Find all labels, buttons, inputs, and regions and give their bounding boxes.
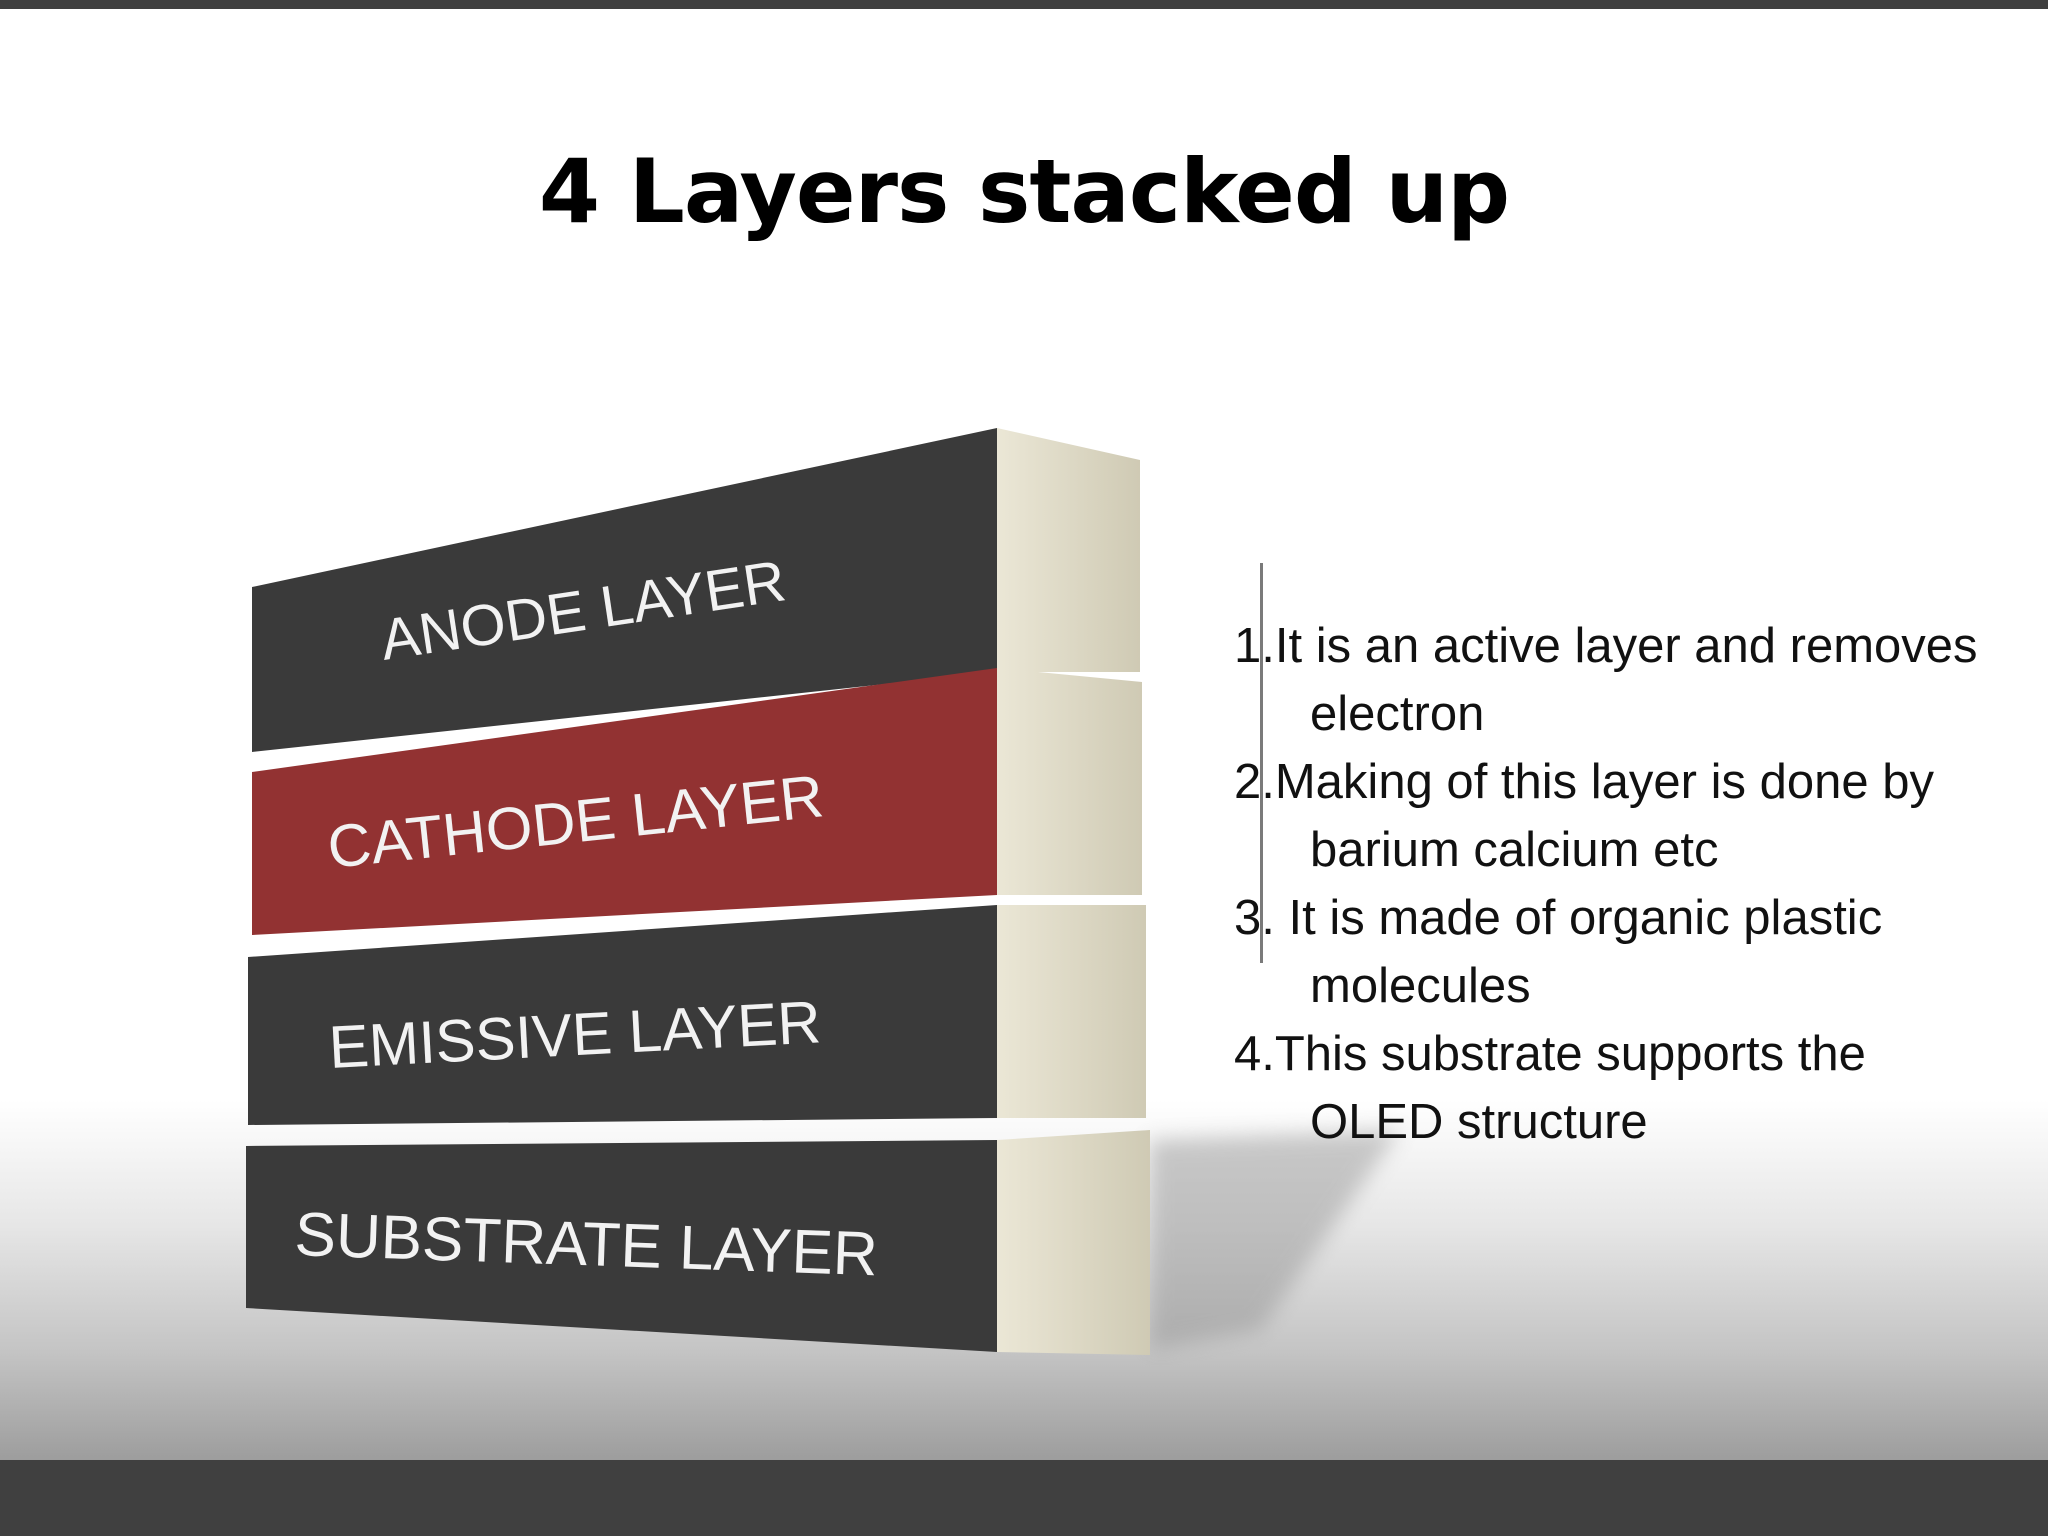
note-item: 4.This substrate supports the OLED struc…: [1234, 1027, 1866, 1149]
layer-block-emissive: EMISSIVE LAYER: [248, 905, 1146, 1125]
layer-front-cathode: [252, 668, 997, 935]
layer-side-cathode: [997, 668, 1142, 895]
bottom-bar: [0, 1460, 2048, 1536]
layer-front-substrate: [246, 1140, 997, 1352]
top-bar: [0, 0, 2048, 9]
note-item: 2.Making of this layer is done by barium…: [1234, 755, 1934, 877]
layer-side-emissive: [997, 905, 1146, 1118]
layer-front-anode: [252, 428, 997, 752]
layer-block-anode: ANODE LAYER: [252, 428, 1140, 752]
layer-side-anode: [997, 428, 1140, 672]
notes-list: 1.It is an active layer and removes elec…: [1234, 612, 2010, 1156]
layer-side-substrate: [997, 1130, 1150, 1355]
layer-front-emissive: [248, 905, 997, 1125]
divider-line: [1260, 563, 1263, 963]
note-item: 1.It is an active layer and removes elec…: [1234, 619, 1978, 741]
stack-shadow: [1150, 1130, 1400, 1350]
slide-title: 4 Layers stacked up: [538, 140, 1510, 243]
layer-block-cathode: CATHODE LAYER: [252, 668, 1142, 935]
layer-block-substrate: SUBSTRATE LAYER: [246, 1130, 1150, 1355]
note-item: 3. It is made of organic plastic molecul…: [1234, 891, 1883, 1013]
